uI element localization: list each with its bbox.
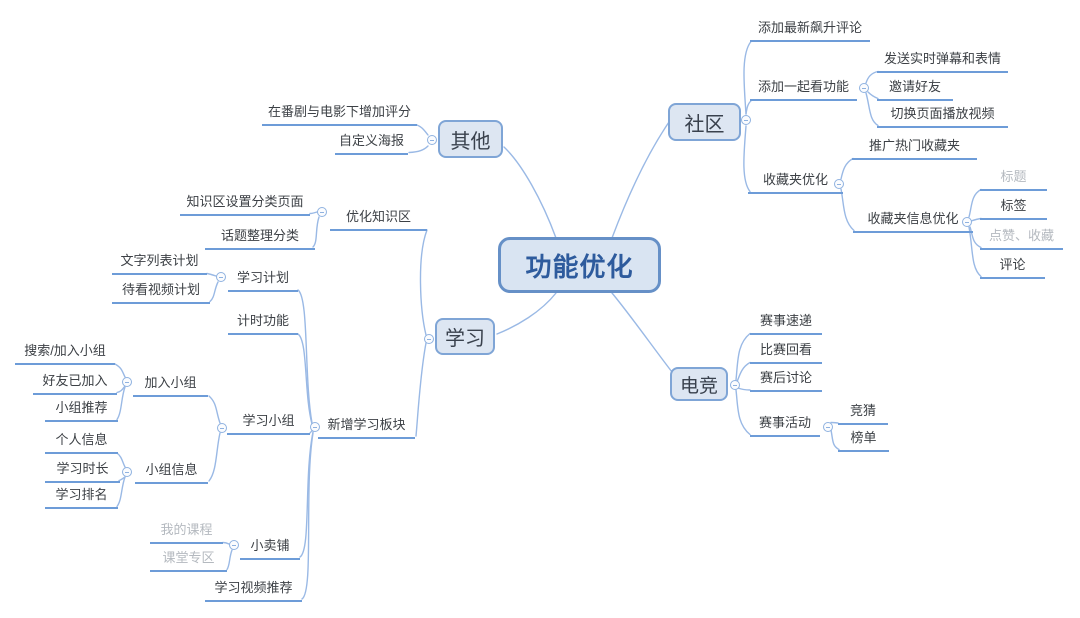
node-watchlist-video-plan[interactable]: 待看视频计划	[112, 282, 210, 304]
collapse-icon-event-activities[interactable]	[823, 422, 833, 432]
collapse-icon-other[interactable]	[427, 135, 437, 145]
node-add-trending-comments[interactable]: 添加最新飙升评论	[750, 20, 870, 42]
node-post-match-discussion[interactable]: 赛后讨论	[750, 370, 822, 392]
node-study-plan[interactable]: 学习计划	[228, 270, 298, 292]
node-new-study-section[interactable]: 新增学习板块	[318, 417, 415, 439]
node-group-recommend[interactable]: 小组推荐	[45, 400, 118, 422]
node-study[interactable]: 学习	[435, 318, 495, 355]
node-study-duration[interactable]: 学习时长	[45, 461, 120, 483]
node-classroom-zone[interactable]: 课堂专区	[150, 550, 227, 572]
node-friends-joined[interactable]: 好友已加入	[33, 373, 117, 395]
collapse-icon-watch-together[interactable]	[859, 83, 869, 93]
node-my-courses[interactable]: 我的课程	[150, 522, 223, 544]
node-root[interactable]: 功能优化	[498, 237, 661, 293]
node-search-join-group[interactable]: 搜索/加入小组	[15, 343, 115, 365]
node-add-rating-under-anime-movies[interactable]: 在番剧与电影下增加评分	[262, 104, 417, 126]
node-event-express[interactable]: 赛事速递	[750, 313, 822, 335]
node-other[interactable]: 其他	[438, 120, 503, 158]
node-comments[interactable]: 评论	[980, 257, 1045, 279]
node-promote-hot-favorites[interactable]: 推广热门收藏夹	[852, 138, 977, 160]
node-favorites-optimization[interactable]: 收藏夹优化	[748, 172, 843, 194]
collapse-icon-community[interactable]	[741, 115, 751, 125]
node-favorites-info-optimization[interactable]: 收藏夹信息优化	[853, 211, 973, 233]
collapse-icon-small-shop[interactable]	[229, 540, 239, 550]
node-leaderboard[interactable]: 榜单	[838, 430, 889, 452]
node-optimize-knowledge-zone[interactable]: 优化知识区	[330, 209, 427, 231]
node-watch-together[interactable]: 添加一起看功能	[750, 79, 857, 101]
node-betting-guess[interactable]: 竞猜	[838, 403, 888, 425]
collapse-icon-join-group[interactable]	[122, 377, 132, 387]
node-group-info[interactable]: 小组信息	[135, 462, 208, 484]
node-invite-friends[interactable]: 邀请好友	[877, 79, 953, 101]
node-join-group[interactable]: 加入小组	[133, 375, 208, 397]
node-text-list-plan[interactable]: 文字列表计划	[112, 253, 207, 275]
node-event-activities[interactable]: 赛事活动	[750, 415, 820, 437]
node-title[interactable]: 标题	[980, 169, 1047, 191]
node-likes-favorites[interactable]: 点赞、收藏	[980, 228, 1063, 250]
node-timer-feature[interactable]: 计时功能	[228, 313, 298, 335]
collapse-icon-optimize-knowledge[interactable]	[317, 207, 327, 217]
node-study-video-recommend[interactable]: 学习视频推荐	[205, 580, 302, 602]
collapse-icon-favorites-optimization[interactable]	[834, 179, 844, 189]
collapse-icon-new-study-section[interactable]	[310, 422, 320, 432]
collapse-icon-study-group[interactable]	[217, 423, 227, 433]
node-study-ranking[interactable]: 学习排名	[45, 487, 118, 509]
collapse-icon-favorites-info[interactable]	[962, 217, 972, 227]
collapse-icon-esports[interactable]	[730, 380, 740, 390]
node-realtime-danmaku-emotes[interactable]: 发送实时弹幕和表情	[877, 51, 1008, 73]
node-esports[interactable]: 电竞	[670, 367, 728, 401]
node-match-replay[interactable]: 比赛回看	[750, 342, 822, 364]
node-tags[interactable]: 标签	[980, 198, 1047, 220]
node-knowledge-zone-category-page[interactable]: 知识区设置分类页面	[180, 194, 310, 216]
collapse-icon-study[interactable]	[424, 334, 434, 344]
node-topic-organize-category[interactable]: 话题整理分类	[205, 228, 315, 250]
node-study-group[interactable]: 学习小组	[227, 413, 310, 435]
collapse-icon-group-info[interactable]	[122, 467, 132, 477]
node-community[interactable]: 社区	[668, 103, 741, 141]
collapse-icon-study-plan[interactable]	[216, 272, 226, 282]
node-small-shop[interactable]: 小卖铺	[240, 538, 300, 560]
node-custom-poster[interactable]: 自定义海报	[335, 133, 408, 155]
node-switch-page-play-video[interactable]: 切换页面播放视频	[877, 106, 1008, 128]
node-personal-info[interactable]: 个人信息	[45, 432, 118, 454]
